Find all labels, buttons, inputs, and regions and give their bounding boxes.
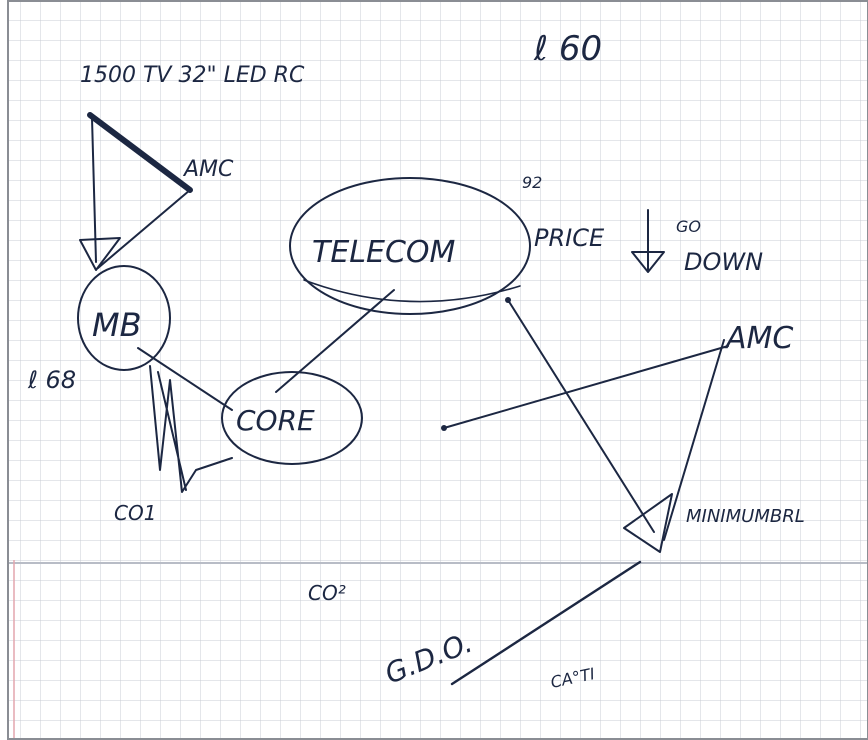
- core-node-label: CORE: [236, 404, 315, 437]
- sheet-border: [7, 0, 868, 740]
- minimum-label: MINIMUMBRL: [686, 506, 805, 527]
- triangle-left-edge: [91, 117, 97, 263]
- mb-node-label: MB: [92, 306, 142, 344]
- left-margin-number: ℓ 68: [27, 366, 76, 394]
- grid-upper-sheet: [8, 0, 868, 565]
- sketch-strokes: [77, 112, 729, 686]
- telecom-endpoint-dot: [505, 297, 511, 303]
- down-label: DOWN: [684, 248, 763, 276]
- co1-scribble: [149, 365, 233, 493]
- page-number-label: ℓ 60: [533, 29, 602, 69]
- co2-label: CO²: [308, 581, 346, 605]
- price-label: PRICE: [534, 224, 605, 252]
- telecom-node-outline: [289, 177, 531, 315]
- go-small-label: GO: [676, 217, 701, 236]
- telecom-to-core-link: [275, 289, 395, 393]
- telecom-node-second-stroke: [303, 279, 521, 303]
- price-small-number: 92: [522, 173, 542, 192]
- minimum-arrow-head: [623, 493, 673, 553]
- co1-label: CO1: [114, 501, 156, 525]
- grid-lower-sheet: [8, 560, 868, 740]
- amc-right-label: AMC: [724, 321, 793, 356]
- down-arrow-head: [79, 237, 121, 271]
- amc-top-label: AMC: [182, 157, 234, 182]
- price-down-arrow-head: [631, 251, 665, 273]
- telecom-node-label: TELECOM: [312, 235, 456, 270]
- telecom-to-minimum-link: [507, 299, 655, 533]
- core-node-outline: [221, 371, 363, 465]
- labels: ℓ 60 1500 TV 32" LED RC AMC MB ℓ 68 TELE…: [27, 29, 805, 692]
- mb-to-core-link: [137, 347, 233, 411]
- line-endpoint-dot: [441, 425, 447, 431]
- heavy-stroke-to-amc: [87, 112, 193, 193]
- triangle-right-edge: [663, 339, 725, 541]
- gdo-underline-stroke: [450, 560, 642, 686]
- mb-node-outline: [77, 265, 171, 371]
- top-note-label: 1500 TV 32" LED RC: [80, 63, 305, 88]
- amc-to-center-line: [443, 345, 729, 429]
- triangle-return-stroke: [97, 189, 191, 269]
